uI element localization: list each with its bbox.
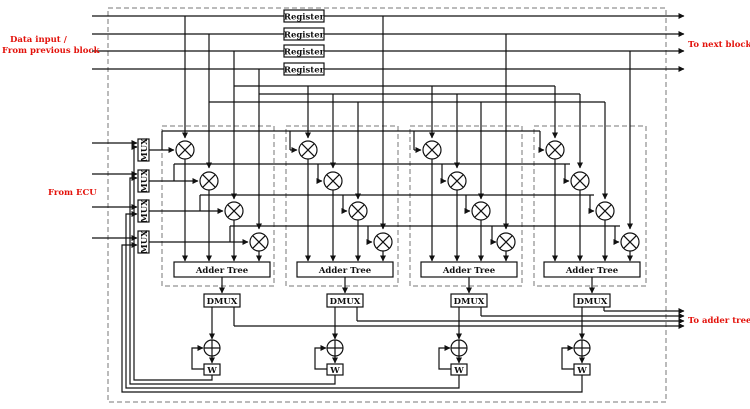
weight-lines [149,130,620,245]
mux-2: MUX [137,169,150,193]
dmux-2: DMUX [326,293,364,308]
svg-text:MUX: MUX [140,199,150,223]
multiplier-icon [422,140,442,160]
mux-1: MUX [137,138,150,162]
product-lines [182,159,633,262]
w-feedback-lines [121,144,583,393]
svg-text:DMUX: DMUX [330,297,361,307]
svg-text:W: W [576,366,587,376]
adder-to-dmux-lines [219,277,595,294]
multiplier-icon [224,201,244,221]
accumulator-2: W [314,339,344,376]
multiplier-icon [298,140,318,160]
pe-group-4-boundary [533,125,647,287]
pe-group-1-boundary [161,125,275,287]
svg-text:Register: Register [284,66,325,76]
label-from-ecu: From ECU [48,188,97,198]
register-1: Register [283,9,325,23]
multiplier-icon [545,140,565,160]
multiplier-icon [323,171,343,191]
multiplier-icon [175,140,195,160]
multiplier-icon [373,232,393,252]
multiplier-icon [496,232,516,252]
dmux-4: DMUX [573,293,611,308]
accumulator-4: W [561,339,591,376]
pe-group-2-boundary [285,125,399,287]
register-3: Register [283,44,325,58]
svg-text:MUX: MUX [140,138,150,162]
label-data-input: Data input / From previous block [2,35,101,56]
mux-3: MUX [137,199,150,223]
multiplier-icon [595,201,615,221]
register-2: Register [283,27,325,41]
multiplier-icon [570,171,590,191]
svg-text:MUX: MUX [140,169,150,193]
multiplier-icon [471,201,491,221]
svg-text:DMUX: DMUX [207,297,238,307]
dmux-3: DMUX [450,293,488,308]
multiplier-icon [447,171,467,191]
adder-tree-2: Adder Tree [296,261,394,278]
dmux-to-accumulator-lines [209,307,585,340]
mux-4: MUX [137,230,150,254]
label-to-adder-tree: To adder tree [688,316,750,326]
svg-text:DMUX: DMUX [577,297,608,307]
input-taps [182,16,633,230]
dmux-1: DMUX [203,293,241,308]
svg-text:Register: Register [284,31,325,41]
label-to-next-block: To next block [688,40,750,50]
svg-text:Data input /: Data input / [10,35,68,45]
pe-group-3-boundary [409,125,523,287]
accumulator-3: W [438,339,468,376]
adder-tree-4: Adder Tree [543,261,641,278]
register-4: Register [283,62,325,76]
accumulator-1: W [191,339,221,376]
svg-text:Adder Tree: Adder Tree [442,266,496,276]
svg-text:Register: Register [284,13,325,23]
adder-tree-3: Adder Tree [420,261,518,278]
multiplier-icon [348,201,368,221]
outer-block-boundary [107,7,667,403]
svg-text:MUX: MUX [140,230,150,254]
input-lines [92,13,685,72]
adder-tree-1: Adder Tree [173,261,271,278]
svg-text:W: W [453,366,464,376]
svg-text:W: W [329,366,340,376]
svg-text:W: W [206,366,217,376]
svg-text:Adder Tree: Adder Tree [195,266,249,276]
svg-text:Register: Register [284,48,325,58]
svg-text:From previous block: From previous block [2,46,101,56]
multiplier-icon [249,232,269,252]
multiplier-icon [620,232,640,252]
svg-text:Adder Tree: Adder Tree [565,266,619,276]
svg-text:Adder Tree: Adder Tree [318,266,372,276]
svg-text:DMUX: DMUX [454,297,485,307]
multiplier-icon [199,171,219,191]
multiplier-icons [175,140,640,252]
